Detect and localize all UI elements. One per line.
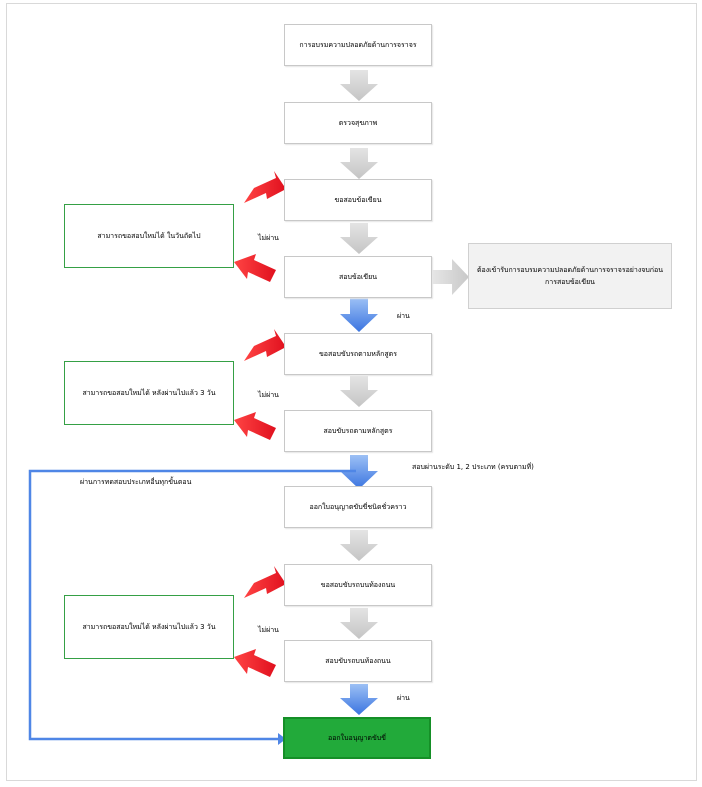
- step-label: ขอสอบข้อเขียน: [334, 196, 382, 204]
- diagram-frame: [6, 3, 697, 781]
- note-text: ต้องเข้ารับการอบรมความปลอดภัยด้านการจราจ…: [476, 266, 664, 286]
- down-arrow-6: [340, 608, 378, 639]
- label-fail: ไม่ผ่าน: [258, 391, 279, 399]
- down-arrow-4: [340, 376, 378, 407]
- down-arrow-blue-2: [340, 455, 378, 489]
- step-label: ออกใบอนุญาตขับขี่ชนิดชั่วคราว: [309, 503, 407, 511]
- step-label: ขอสอบขับรถตามหลักสูตร: [319, 350, 397, 358]
- step-course-driving-test: สอบขับรถตามหลักสูตร: [284, 410, 432, 452]
- step-temporary-license: ออกใบอนุญาตขับขี่ชนิดชั่วคราว: [284, 486, 432, 528]
- bypass-arrowhead: [278, 733, 286, 745]
- step-safety-training: การอบรมความปลอดภัยด้านการจราจร: [284, 24, 432, 66]
- note-text: สามารถขอสอบใหม่ได้ หลังผ่านไปแล้ว 3 วัน: [82, 389, 216, 397]
- step-label: สอบข้อเขียน: [339, 273, 377, 281]
- down-arrow-1: [340, 70, 378, 101]
- down-arrow-5: [340, 530, 378, 561]
- down-arrow-2: [340, 148, 378, 179]
- side-arrow: [432, 259, 469, 295]
- label-pass-conditions: สอบผ่านระดับ 1, 2 ประเภท (ครบตามที่): [412, 463, 534, 471]
- label-fail: ไม่ผ่าน: [258, 626, 279, 634]
- note-text: สามารถขอสอบใหม่ได้ หลังผ่านไปแล้ว 3 วัน: [82, 623, 216, 631]
- step-label: ขอสอบขับรถบนท้องถนน: [320, 581, 396, 589]
- red-arrows-retry: [244, 171, 286, 598]
- label-bypass: ผ่านการทดสอบประเภทอื่นทุกขั้นตอน: [80, 478, 192, 486]
- step-label: การอบรมความปลอดภัยด้านการจราจร: [299, 41, 417, 49]
- label-pass: ผ่าน: [397, 694, 410, 702]
- note-retry-after-3-days-2: สามารถขอสอบใหม่ได้ หลังผ่านไปแล้ว 3 วัน: [64, 595, 234, 659]
- down-arrow-3: [340, 223, 378, 254]
- note-training-requirement: ต้องเข้ารับการอบรมความปลอดภัยด้านการจราจ…: [468, 243, 672, 309]
- label-fail: ไม่ผ่าน: [258, 234, 279, 242]
- down-arrow-blue-1: [340, 298, 378, 332]
- step-road-test: สอบขับรถบนท้องถนน: [284, 640, 432, 682]
- step-label: ตรวจสุขภาพ: [338, 119, 378, 127]
- note-text: สามารถขอสอบใหม่ได้ ในวันถัดไป: [97, 232, 201, 240]
- step-label: สอบขับรถตามหลักสูตร: [323, 427, 393, 435]
- step-written-test: สอบข้อเขียน: [284, 256, 432, 298]
- bypass-line: [28, 469, 356, 741]
- step-label: ออกใบอนุญาตขับขี่: [328, 734, 386, 742]
- note-retry-next-day: สามารถขอสอบใหม่ได้ ในวันถัดไป: [64, 204, 234, 268]
- step-request-course-driving-test: ขอสอบขับรถตามหลักสูตร: [284, 333, 432, 375]
- step-label: สอบขับรถบนท้องถนน: [325, 657, 391, 665]
- label-pass: ผ่าน: [397, 312, 410, 320]
- step-request-road-test: ขอสอบขับรถบนท้องถนน: [284, 564, 432, 606]
- step-request-written-test: ขอสอบข้อเขียน: [284, 179, 432, 221]
- red-arrows-fail: [234, 254, 276, 677]
- down-arrow-blue-3: [340, 684, 378, 715]
- note-retry-after-3-days-1: สามารถขอสอบใหม่ได้ หลังผ่านไปแล้ว 3 วัน: [64, 361, 234, 425]
- step-health-check: ตรวจสุขภาพ: [284, 102, 432, 144]
- step-issue-license: ออกใบอนุญาตขับขี่: [283, 717, 431, 759]
